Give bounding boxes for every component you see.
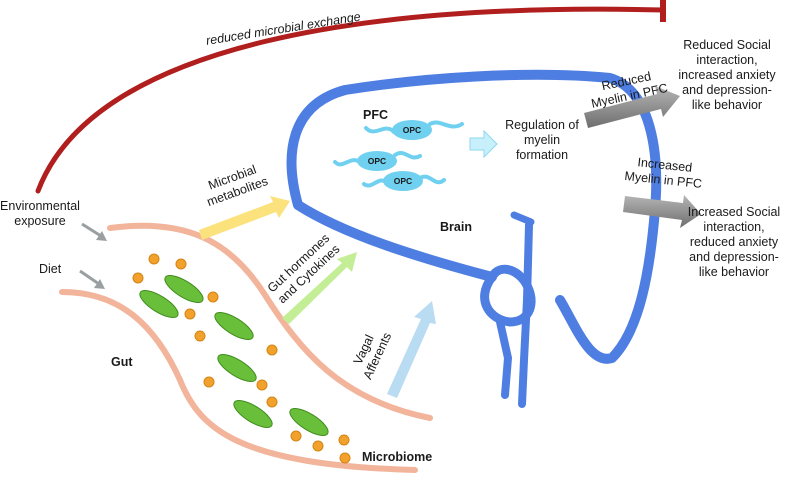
vagal-arrow [387,301,436,398]
outcome-increased-label: Increased Social interaction, reduced an… [675,205,793,280]
regulation-label: Regulation of myelin formation [498,118,586,163]
environmental-exposure-line-1: Environmental [0,199,80,213]
environmental-exposure-label: Environmental exposure [0,199,80,229]
microbiome-label: Microbiome [362,450,433,464]
brain-stem-join [510,211,535,226]
opc-label: OPC [394,176,412,186]
regulation-line-1: Regulation of [505,118,579,132]
outcome-increased-line-4: and depression- [689,250,779,264]
opc-label: OPC [368,156,386,166]
increased-myelin-arrow [623,195,701,228]
outcome-increased-line-1: Increased Social [687,205,781,219]
brain-outline [286,69,662,364]
gut-label: Gut [111,355,133,369]
metabolites-arrow [199,196,290,240]
outcome-reduced-line-3: increased anxiety [678,68,776,82]
reduced-myelin-arrow [584,86,680,128]
opc-cell-1: OPC [364,120,464,140]
outcome-increased-line-2: interaction, [703,220,765,234]
brain-stem-right [518,221,533,408]
opc-cell-2: OPC [333,151,422,171]
gut-lower-wall [59,289,418,473]
outcome-reduced-line-2: interaction, [696,53,758,67]
opc-label: OPC [403,125,421,135]
opc-cell-3: OPC [362,171,446,191]
outcome-increased-line-3: reduced anxiety [689,235,779,249]
hormones-arrow [282,252,357,324]
outcome-reduced-line-1: Reduced Social [683,38,771,52]
regulation-line-3: formation [515,148,569,162]
outcome-reduced-label: Reduced Social interaction, increased an… [668,38,786,113]
regulation-line-2: myelin [523,133,561,147]
brain-label: Brain [440,220,472,234]
gut-upper-wall [107,222,433,421]
reduced-microbial-exchange-arc [35,6,666,194]
outcome-reduced-line-5: like behavior [691,98,763,112]
brain-stem-left [496,318,513,399]
pfc-label: PFC [363,108,388,122]
diet-arrow [79,269,105,289]
outcome-increased-line-5: like behavior [698,265,770,279]
environment-arrow [81,222,107,241]
environmental-exposure-line-2: exposure [14,214,66,228]
outcome-reduced-line-4: and depression- [682,83,772,97]
bacteria-rods [139,275,329,436]
diet-label: Diet [39,262,62,276]
regulation-arrow [469,129,498,159]
metabolite-dots [132,253,351,464]
